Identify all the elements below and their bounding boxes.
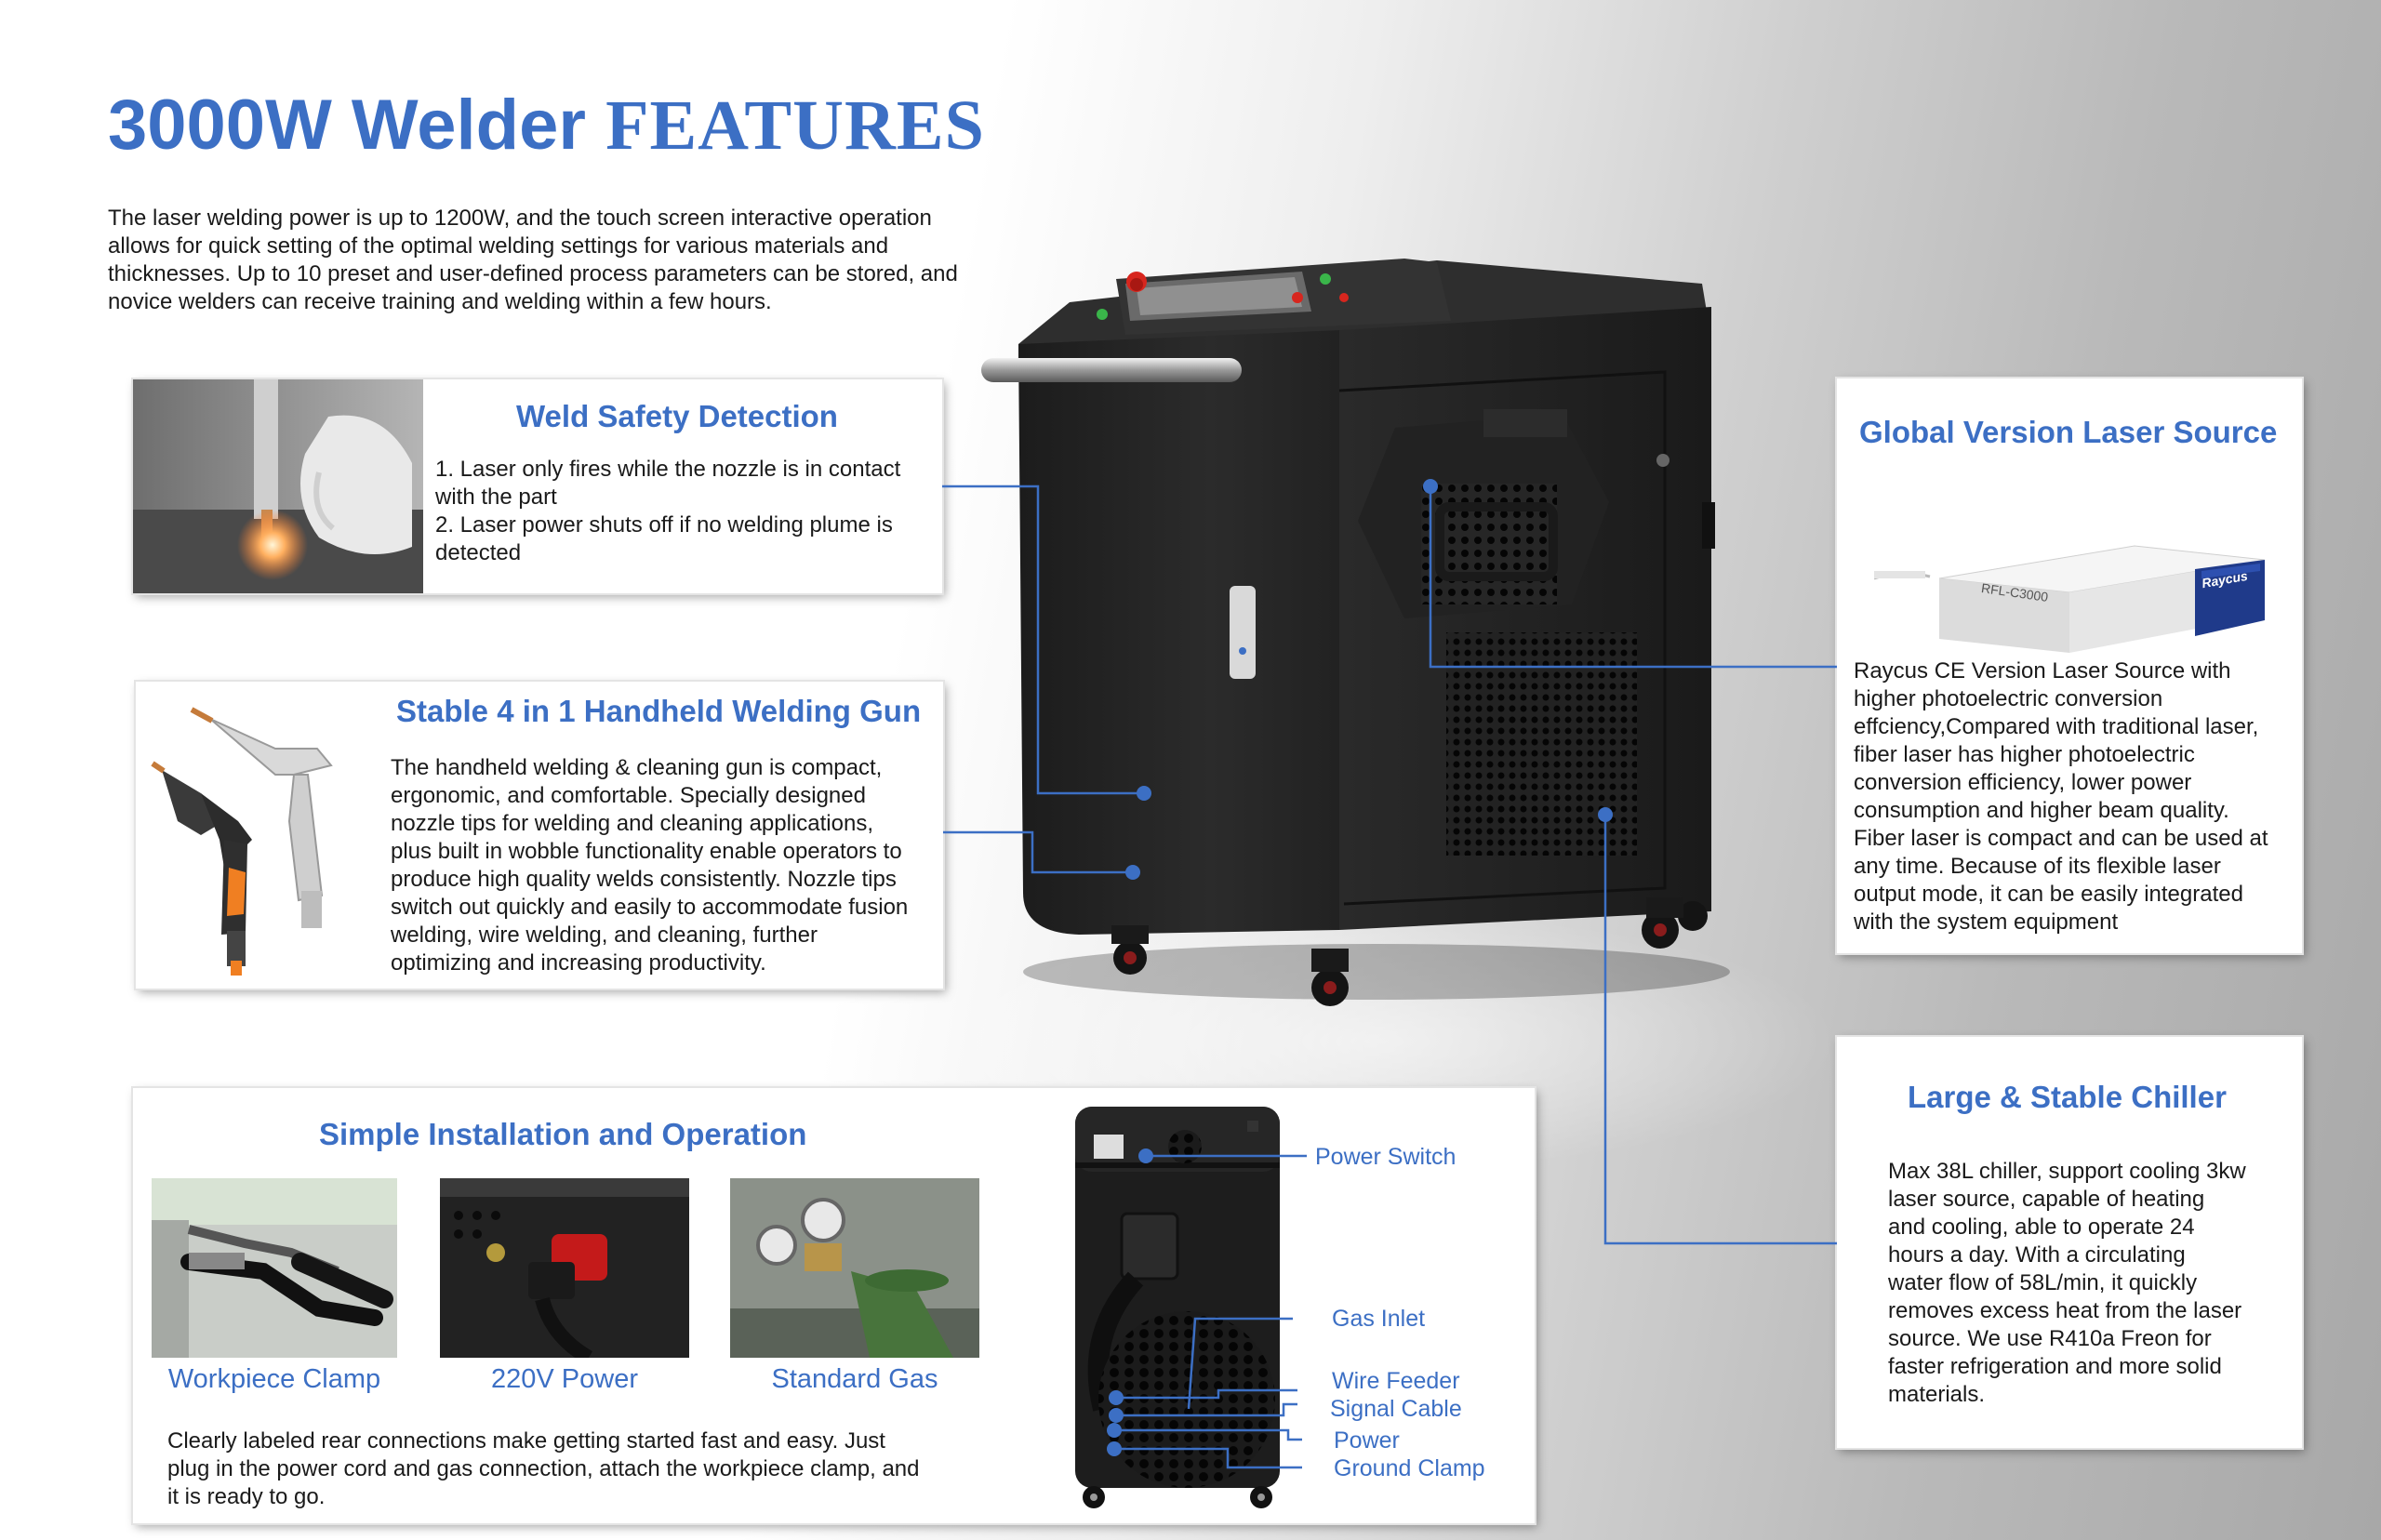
weld-safety-card: Weld Safety Detection 1. Laser only fire… — [133, 379, 942, 593]
chiller-text: Max 38L chiller, support cooling 3kw las… — [1888, 1159, 2246, 1407]
weld-safety-title: Weld Safety Detection — [516, 399, 838, 433]
laser-source-text: Raycus CE Version Laser Source with high… — [1854, 658, 2268, 935]
weld-safety-text: 1. Laser only fires while the nozzle is … — [435, 457, 901, 565]
label-power-switch: Power Switch — [1315, 1144, 1457, 1170]
callout-dot-power-switch — [1138, 1148, 1153, 1163]
standard-gas-photo — [730, 1178, 979, 1358]
callout-dot-ground — [1107, 1441, 1122, 1456]
workpiece-clamp-caption: Workpiece Clamp — [167, 1364, 381, 1394]
page-title: 3000W Welder FEATURES — [108, 84, 985, 167]
standard-gas-caption: Standard Gas — [771, 1364, 938, 1394]
power-220v-photo — [440, 1178, 689, 1358]
title-part-1: 3000W Welder — [108, 86, 586, 165]
power-220v-caption: 220V Power — [491, 1364, 638, 1394]
label-wire-feeder: Wire Feeder — [1332, 1368, 1460, 1394]
callout-dot-gun-2 — [1125, 865, 1140, 880]
laser-source-photo — [1874, 467, 2265, 653]
power-photo-art — [440, 1178, 689, 1358]
chiller-card: Large & Stable Chiller Max 38L chiller, … — [1837, 1037, 2302, 1448]
laser-source-card: Global Version Laser Source RFL-C3000 Ra… — [1837, 378, 2302, 953]
callout-dot-chiller — [1598, 807, 1613, 822]
clamp-photo-art — [152, 1178, 397, 1358]
label-gas-inlet: Gas Inlet — [1332, 1306, 1426, 1332]
welding-gun-title: Stable 4 in 1 Handheld Welding Gun — [396, 694, 922, 728]
installation-text: Clearly labeled rear connections make ge… — [167, 1428, 920, 1509]
welding-gun-text: The handheld welding & cleaning gun is c… — [391, 755, 909, 976]
label-power: Power — [1334, 1427, 1400, 1454]
intro-paragraph: The laser welding power is up to 1200W, … — [108, 206, 958, 314]
welding-gun-card: Stable 4 in 1 Handheld Welding Gun The h… — [136, 682, 943, 989]
callout-dot-gun — [1137, 786, 1151, 801]
installation-title: Simple Installation and Operation — [319, 1117, 807, 1151]
title-part-2: FEATURES — [605, 86, 985, 165]
welding-photo-art — [133, 379, 423, 593]
chiller-title: Large & Stable Chiller — [1908, 1080, 2227, 1114]
welding-nozzle-photo — [133, 379, 423, 593]
laser-source-art — [1874, 545, 2265, 653]
laser-source-title: Global Version Laser Source — [1859, 415, 2278, 449]
welding-gun-art — [151, 707, 333, 976]
gas-photo-art — [730, 1178, 979, 1358]
installation-card: Simple Installation and Operation Workpi… — [133, 1088, 1535, 1523]
label-signal-cable: Signal Cable — [1330, 1396, 1462, 1422]
welding-gun-photo — [136, 682, 387, 989]
workpiece-clamp-photo — [152, 1178, 397, 1358]
callout-dot-laser — [1423, 479, 1438, 494]
label-ground-clamp: Ground Clamp — [1334, 1455, 1485, 1481]
callout-dot-signal — [1109, 1408, 1124, 1423]
callout-dot-power — [1107, 1423, 1122, 1438]
machine-rear-view — [1075, 1107, 1280, 1508]
callout-dot-wire-feeder — [1109, 1390, 1124, 1405]
